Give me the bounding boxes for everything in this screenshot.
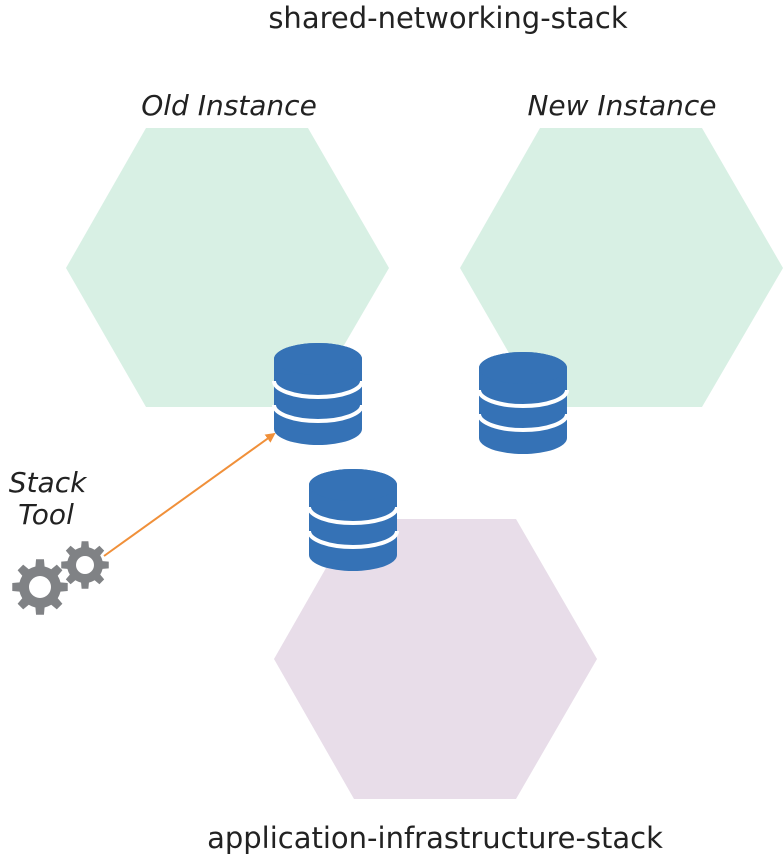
database-icon [477,350,569,456]
top-stack-label: shared-networking-stack [268,1,628,35]
large-gear-icon [12,559,68,615]
stack-tool-arrow [103,432,276,557]
new-instance-label: New Instance [527,89,716,122]
old-instance-hexagon [66,128,389,407]
bottom-stack-label: application-infrastructure-stack [207,821,663,855]
application-infrastructure-hexagon [274,519,597,799]
old-instance-label: Old Instance [141,89,317,122]
stack-tool-label: Stack Tool [9,466,95,531]
stack-tool-label-line2: Tool [18,498,74,531]
gears-icon [12,541,109,615]
new-instance-hexagon [460,128,783,407]
database-icon [272,341,364,447]
small-gear-icon [61,541,109,589]
stack-tool-label-line1: Stack [9,466,88,499]
database-icon [307,467,399,573]
